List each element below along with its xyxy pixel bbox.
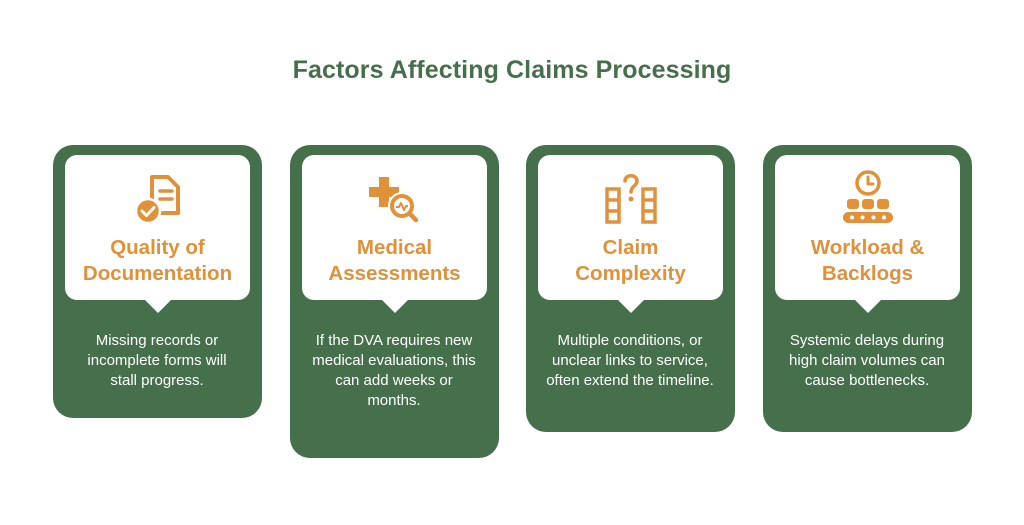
document-check-icon (128, 169, 188, 229)
page-title: Factors Affecting Claims Processing (292, 56, 732, 84)
card-title-line: Assessments (328, 262, 461, 285)
card-title: Workload & Backlogs (775, 235, 960, 287)
card-title: Quality of Documentation (65, 235, 250, 287)
card-title-line: Workload & (810, 236, 925, 259)
card-title: Claim Complexity (538, 235, 723, 287)
card-title-line: Claim (602, 236, 659, 259)
factor-card-complexity: Claim Complexity Multiple conditions, or… (526, 145, 735, 432)
card-header: Claim Complexity (538, 155, 723, 313)
card-description: Missing records or incomplete forms will… (87, 332, 227, 389)
card-header: Workload & Backlogs (775, 155, 960, 313)
question-columns-icon (601, 169, 661, 229)
card-description: Multiple conditions, or unclear links to… (546, 332, 714, 389)
card-description: Systemic delays during high claim volume… (789, 332, 945, 389)
card-title-line: Medical (356, 236, 433, 259)
card-title-line: Documentation (82, 262, 233, 285)
factor-card-documentation: Quality of Documentation Missing records… (53, 145, 262, 418)
medical-cross-search-icon (365, 169, 425, 229)
card-description: If the DVA requires new medical evaluati… (312, 332, 476, 409)
card-title-line: Backlogs (821, 262, 914, 285)
card-title-line: Complexity (575, 262, 686, 285)
card-header: Medical Assessments (302, 155, 487, 313)
factor-card-medical: Medical Assessments If the DVA requires … (290, 145, 499, 458)
clock-conveyor-icon (838, 169, 898, 229)
card-title-line: Quality of (110, 236, 205, 259)
factor-card-workload: Workload & Backlogs Systemic delays duri… (763, 145, 972, 432)
card-title: Medical Assessments (302, 235, 487, 287)
card-header: Quality of Documentation (65, 155, 250, 313)
